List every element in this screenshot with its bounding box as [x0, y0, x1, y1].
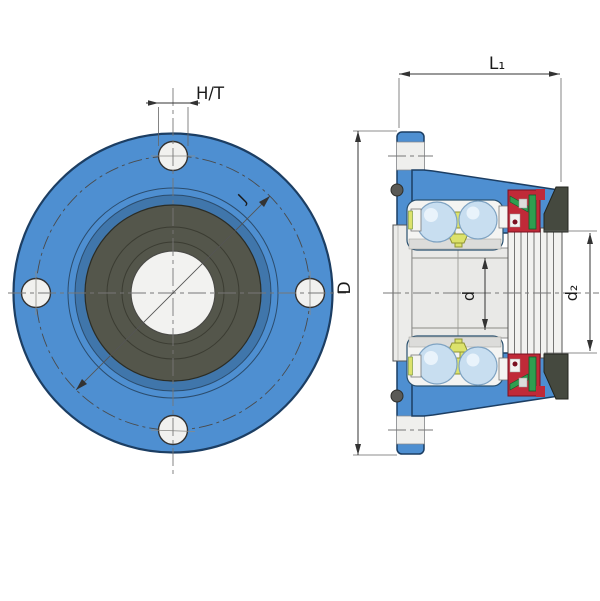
dim-label-d: d	[459, 291, 478, 301]
dim-L1: L₁	[398, 54, 562, 182]
spline-lines	[514, 228, 554, 358]
ball-highlight	[424, 208, 438, 222]
flinger-bottom	[543, 353, 569, 400]
ball-highlight	[424, 351, 438, 365]
j-arrow-lower	[76, 379, 87, 390]
ht-arrow-right	[188, 100, 198, 106]
cassette-seal-top	[507, 189, 545, 233]
front-view: J H/T	[8, 84, 346, 478]
left-seal-top	[408, 208, 422, 232]
inner-ring-end-top	[498, 205, 509, 229]
ball-highlight	[466, 353, 480, 367]
flinger-top	[543, 186, 569, 233]
ball-top-left	[416, 201, 458, 243]
j-arrow-upper	[259, 196, 270, 207]
grease-fitting-top	[390, 183, 404, 197]
dim-label-d2: d₂	[562, 285, 581, 302]
bearing-balls	[416, 200, 498, 386]
bolt-circle-diagonal	[75, 195, 271, 391]
cassette-seal-bottom	[507, 353, 545, 397]
ht-arrow-left	[148, 100, 159, 106]
grease-fitting-bottom	[390, 389, 404, 403]
section-view: D L₁ d d₂	[335, 54, 599, 456]
dim-label-D: D	[335, 281, 355, 294]
ball-highlight	[466, 206, 480, 220]
dim-d2: d₂	[544, 230, 597, 354]
ball-bottom-left	[416, 343, 458, 385]
ball-top-right	[458, 200, 498, 240]
dim-d: d	[459, 258, 488, 330]
dim-label-ht: H/T	[196, 84, 225, 103]
dim-D: D	[335, 130, 397, 456]
left-seal-bottom	[408, 354, 422, 378]
ball-bottom-right	[458, 346, 498, 386]
dim-label-L1: L₁	[489, 54, 505, 74]
inner-ring-end-bottom	[498, 357, 509, 381]
